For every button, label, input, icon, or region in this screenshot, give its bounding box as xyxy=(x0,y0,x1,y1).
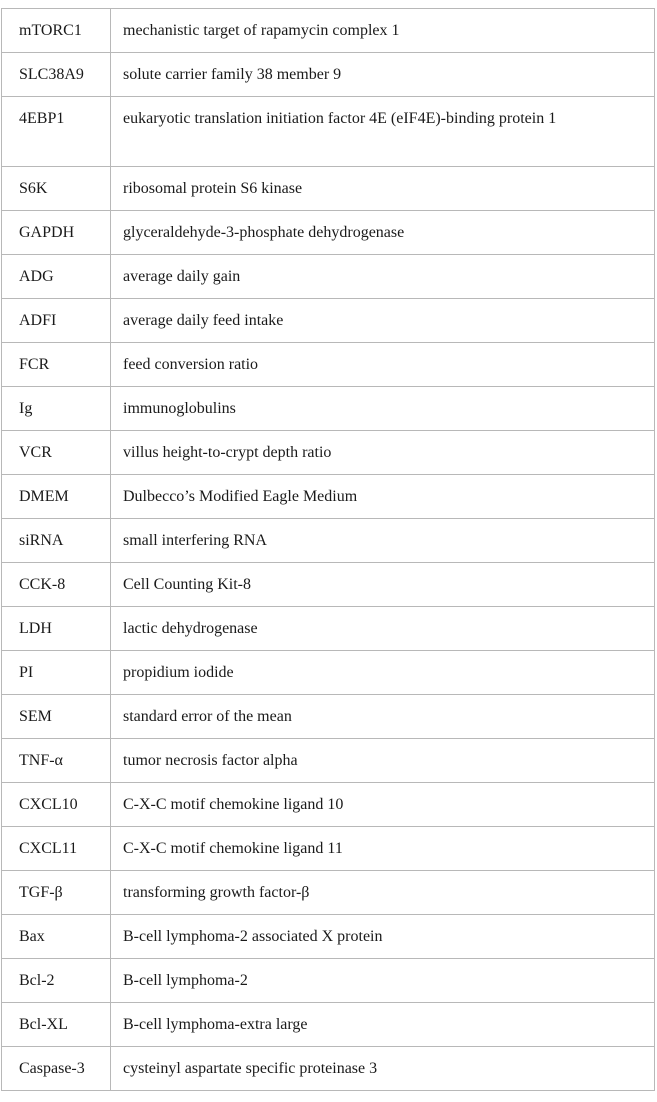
abbreviation-cell: ADG xyxy=(1,254,111,299)
definition-cell: B-cell lymphoma-2 xyxy=(110,958,655,1003)
abbreviation-cell: GAPDH xyxy=(1,210,111,255)
definition-cell: cysteinyl aspartate specific proteinase … xyxy=(110,1046,655,1091)
definition-cell: B-cell lymphoma-extra large xyxy=(110,1002,655,1047)
table-row: GAPDH glyceraldehyde-3-phosphate dehydro… xyxy=(1,210,655,255)
abbreviation-cell: FCR xyxy=(1,342,111,387)
definition-cell: solute carrier family 38 member 9 xyxy=(110,52,655,97)
definition-cell: average daily feed intake xyxy=(110,298,655,343)
table-row: LDH lactic dehydrogenase xyxy=(1,606,655,651)
table-row: ADFI average daily feed intake xyxy=(1,298,655,343)
table-row: siRNA small interfering RNA xyxy=(1,518,655,563)
abbreviation-cell: TNF-α xyxy=(1,738,111,783)
table-row: FCR feed conversion ratio xyxy=(1,342,655,387)
definition-cell: small interfering RNA xyxy=(110,518,655,563)
abbreviation-cell: Bcl-2 xyxy=(1,958,111,1003)
definition-cell: ribosomal protein S6 kinase xyxy=(110,166,655,211)
definition-cell: Cell Counting Kit-8 xyxy=(110,562,655,607)
table-row: VCR villus height-to-crypt depth ratio xyxy=(1,430,655,475)
abbreviations-table: mTORC1 mechanistic target of rapamycin c… xyxy=(1,8,655,1091)
abbreviations-table-body: mTORC1 mechanistic target of rapamycin c… xyxy=(1,8,655,1091)
abbreviation-cell: 4EBP1 xyxy=(1,96,111,167)
definition-cell: B-cell lymphoma-2 associated X protein xyxy=(110,914,655,959)
abbreviation-cell: Caspase-3 xyxy=(1,1046,111,1091)
table-row: SLC38A9 solute carrier family 38 member … xyxy=(1,52,655,97)
definition-cell: C-X-C motif chemokine ligand 11 xyxy=(110,826,655,871)
abbreviation-cell: TGF-β xyxy=(1,870,111,915)
table-row: Ig immunoglobulins xyxy=(1,386,655,431)
definition-cell: villus height-to-crypt depth ratio xyxy=(110,430,655,475)
table-row: TNF-α tumor necrosis factor alpha xyxy=(1,738,655,783)
table-row: CCK-8 Cell Counting Kit-8 xyxy=(1,562,655,607)
definition-cell: feed conversion ratio xyxy=(110,342,655,387)
definition-cell: glyceraldehyde-3-phosphate dehydrogenase xyxy=(110,210,655,255)
definition-cell: average daily gain xyxy=(110,254,655,299)
table-row: 4EBP1 eukaryotic translation initiation … xyxy=(1,96,655,167)
table-row: PI propidium iodide xyxy=(1,650,655,695)
abbreviation-cell: SEM xyxy=(1,694,111,739)
abbreviation-cell: CCK-8 xyxy=(1,562,111,607)
table-row: Bcl-XL B-cell lymphoma-extra large xyxy=(1,1002,655,1047)
abbreviation-cell: Bcl-XL xyxy=(1,1002,111,1047)
definition-cell: C-X-C motif chemokine ligand 10 xyxy=(110,782,655,827)
table-row: ADG average daily gain xyxy=(1,254,655,299)
definition-cell: propidium iodide xyxy=(110,650,655,695)
table-row: Bcl-2 B-cell lymphoma-2 xyxy=(1,958,655,1003)
definition-cell: Dulbecco’s Modified Eagle Medium xyxy=(110,474,655,519)
definition-cell: eukaryotic translation initiation factor… xyxy=(110,96,655,167)
definition-cell: transforming growth factor-β xyxy=(110,870,655,915)
table-row: mTORC1 mechanistic target of rapamycin c… xyxy=(1,8,655,53)
definition-cell: tumor necrosis factor alpha xyxy=(110,738,655,783)
abbreviation-cell: Bax xyxy=(1,914,111,959)
abbreviation-cell: SLC38A9 xyxy=(1,52,111,97)
definition-cell: standard error of the mean xyxy=(110,694,655,739)
abbreviation-cell: mTORC1 xyxy=(1,8,111,53)
abbreviation-cell: ADFI xyxy=(1,298,111,343)
abbreviation-cell: DMEM xyxy=(1,474,111,519)
abbreviation-cell: Ig xyxy=(1,386,111,431)
table-row: CXCL10 C-X-C motif chemokine ligand 10 xyxy=(1,782,655,827)
table-row: CXCL11 C-X-C motif chemokine ligand 11 xyxy=(1,826,655,871)
table-row: Bax B-cell lymphoma-2 associated X prote… xyxy=(1,914,655,959)
table-row: Caspase-3 cysteinyl aspartate specific p… xyxy=(1,1046,655,1091)
table-row: S6K ribosomal protein S6 kinase xyxy=(1,166,655,211)
definition-cell: immunoglobulins xyxy=(110,386,655,431)
table-row: DMEM Dulbecco’s Modified Eagle Medium xyxy=(1,474,655,519)
abbreviation-cell: CXCL10 xyxy=(1,782,111,827)
table-row: TGF-β transforming growth factor-β xyxy=(1,870,655,915)
abbreviation-cell: LDH xyxy=(1,606,111,651)
definition-cell: mechanistic target of rapamycin complex … xyxy=(110,8,655,53)
table-row: SEM standard error of the mean xyxy=(1,694,655,739)
abbreviation-cell: siRNA xyxy=(1,518,111,563)
abbreviation-cell: S6K xyxy=(1,166,111,211)
definition-cell: lactic dehydrogenase xyxy=(110,606,655,651)
abbreviation-cell: PI xyxy=(1,650,111,695)
abbreviation-cell: CXCL11 xyxy=(1,826,111,871)
abbreviation-cell: VCR xyxy=(1,430,111,475)
